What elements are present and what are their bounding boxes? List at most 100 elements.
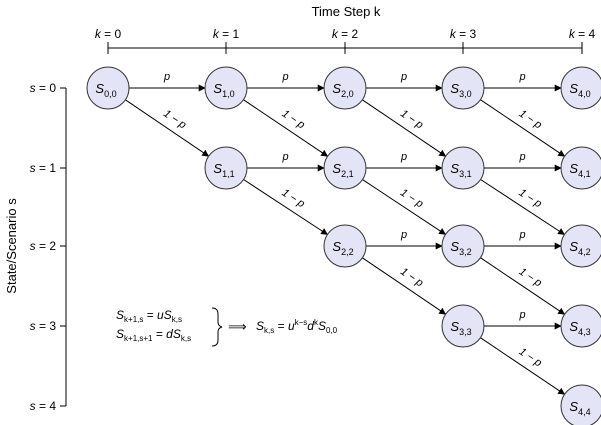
implies-symbol: ⟹ bbox=[228, 319, 247, 334]
edge-label-up: p bbox=[400, 229, 407, 241]
tree-node: S4,2 bbox=[560, 224, 601, 268]
edge-label-down: 1 − p bbox=[517, 346, 544, 370]
node-label: S4,0 bbox=[569, 81, 590, 99]
tree-node: S3,0 bbox=[441, 66, 485, 110]
tree-node: S3,2 bbox=[441, 224, 485, 268]
edge-label-down: 1 − p bbox=[517, 108, 544, 132]
node-circle bbox=[560, 304, 601, 348]
tree-nodes: S0,0 S1,0S1,1 S2,0S2,1S2,2 S3,0S3,1S3,2S3,3… bbox=[86, 66, 601, 425]
node-circle bbox=[323, 224, 367, 268]
node-label: S2,1 bbox=[332, 161, 353, 179]
edge-down bbox=[243, 99, 329, 157]
node-circle bbox=[560, 224, 601, 268]
node-circle bbox=[560, 66, 601, 110]
time-tick-label: k = 1 bbox=[213, 27, 240, 41]
equation-brace bbox=[211, 307, 223, 347]
edge-label-down: 1 − p bbox=[279, 187, 306, 211]
edge-label-down: 1 − p bbox=[517, 266, 544, 290]
tree-edges: p 1 − p p 1 − p p 1 − p p 1 − p p 1 − p p 1 − p p 1 −… bbox=[125, 71, 566, 395]
edge-label-up: p bbox=[518, 71, 525, 83]
node-circle bbox=[323, 66, 367, 110]
node-label: S4,3 bbox=[569, 319, 590, 337]
state-tick-label: s = 2 bbox=[30, 239, 57, 253]
tree-node: S2,1 bbox=[323, 146, 367, 190]
state-axis-title: State/Scenario s bbox=[4, 198, 19, 294]
time-tick-label: k = 0 bbox=[95, 27, 122, 41]
equation-down: Sk+1,s+1 = dSk,s bbox=[116, 327, 191, 343]
node-label: S4,4 bbox=[569, 399, 590, 417]
node-circle bbox=[204, 66, 248, 110]
edge-label-up: p bbox=[400, 71, 407, 83]
node-circle bbox=[86, 66, 130, 110]
equation-up: Sk+1,s = uSk,s bbox=[116, 308, 182, 324]
edge-label-up: p bbox=[163, 71, 170, 83]
node-circle bbox=[560, 146, 601, 190]
tree-node: S2,0 bbox=[323, 66, 367, 110]
equation-closed-form: Sk,s = uk−sdkS0,0 bbox=[256, 318, 338, 335]
node-circle bbox=[441, 66, 485, 110]
state-tick-label: s = 3 bbox=[30, 319, 57, 333]
edge-label-down: 1 − p bbox=[398, 187, 425, 211]
edge-down bbox=[243, 179, 329, 235]
edge-label-down: 1 − p bbox=[398, 266, 425, 290]
tree-node: S4,4 bbox=[560, 384, 601, 425]
node-label: S1,0 bbox=[213, 81, 234, 99]
edge-label-down: 1 − p bbox=[516, 187, 543, 211]
state-tick-label: s = 0 bbox=[30, 81, 57, 95]
node-circle bbox=[441, 304, 485, 348]
tree-node: S4,1 bbox=[560, 146, 601, 190]
node-label: S3,2 bbox=[450, 239, 471, 257]
edge-label-up: p bbox=[400, 151, 407, 163]
tree-node: S3,3 bbox=[441, 304, 485, 348]
edge-label-down: 1 − p bbox=[161, 108, 188, 132]
node-label: S2,2 bbox=[332, 239, 353, 257]
edge-label-down: 1 − p bbox=[280, 108, 307, 132]
edge-label-up: p bbox=[281, 71, 288, 83]
time-axis-title: Time Step k bbox=[312, 4, 381, 19]
tree-node: S4,0 bbox=[560, 66, 601, 110]
edge-down bbox=[480, 337, 566, 395]
tree-node: S1,1 bbox=[204, 146, 248, 190]
edge-label-up: p bbox=[518, 151, 525, 163]
node-label: S0,0 bbox=[95, 81, 116, 99]
state-tick-label: s = 4 bbox=[30, 399, 57, 413]
edge-label-up: p bbox=[518, 309, 525, 321]
tree-node: S0,0 bbox=[86, 66, 130, 110]
tree-node: S1,0 bbox=[204, 66, 248, 110]
state-axis: State/Scenario s s = 0s = 1s = 2s = 3s =… bbox=[4, 81, 67, 413]
node-label: S4,1 bbox=[569, 161, 590, 179]
edge-down bbox=[362, 99, 447, 157]
time-axis-ticks: k = 0 k = 1 k = 2 k = 3 k = 4 bbox=[95, 27, 596, 54]
node-circle bbox=[204, 146, 248, 190]
node-label: S4,2 bbox=[569, 239, 590, 257]
edge-down bbox=[480, 179, 566, 235]
node-circle bbox=[323, 146, 367, 190]
node-label: S3,1 bbox=[450, 161, 471, 179]
node-label: S1,1 bbox=[213, 161, 234, 179]
tree-node: S2,2 bbox=[323, 224, 367, 268]
edge-down bbox=[480, 257, 566, 315]
time-tick-label: k = 3 bbox=[450, 27, 477, 41]
time-tick-label: k = 2 bbox=[332, 27, 359, 41]
tree-node: S4,3 bbox=[560, 304, 601, 348]
edge-down bbox=[125, 99, 210, 157]
edge-down bbox=[480, 99, 566, 157]
node-label: S3,3 bbox=[450, 319, 471, 337]
edge-label-up: p bbox=[518, 229, 525, 241]
edge-down bbox=[362, 257, 447, 315]
node-label: S2,0 bbox=[332, 81, 353, 99]
state-tick-label: s = 1 bbox=[30, 161, 57, 175]
state-axis-ticks: s = 0 s = 1 s = 2 s = 3 s = 4 bbox=[30, 81, 66, 413]
node-circle bbox=[441, 146, 485, 190]
edge-label-up: p bbox=[281, 151, 288, 163]
time-axis: Time Step k k = 0 k = 1 k = 2 k = 3 k = 4 bbox=[95, 4, 596, 54]
recurrence-equations: Sk+1,s = uSk,s Sk+1,s+1 = dSk,s ⟹ Sk,s =… bbox=[116, 307, 338, 347]
node-circle bbox=[560, 384, 601, 425]
node-label: S3,0 bbox=[450, 81, 471, 99]
tree-node: S3,1 bbox=[441, 146, 485, 190]
time-tick-label: k = 4 bbox=[569, 27, 596, 41]
edge-label-down: 1 − p bbox=[398, 108, 425, 132]
node-circle bbox=[441, 224, 485, 268]
edge-down bbox=[362, 179, 447, 235]
